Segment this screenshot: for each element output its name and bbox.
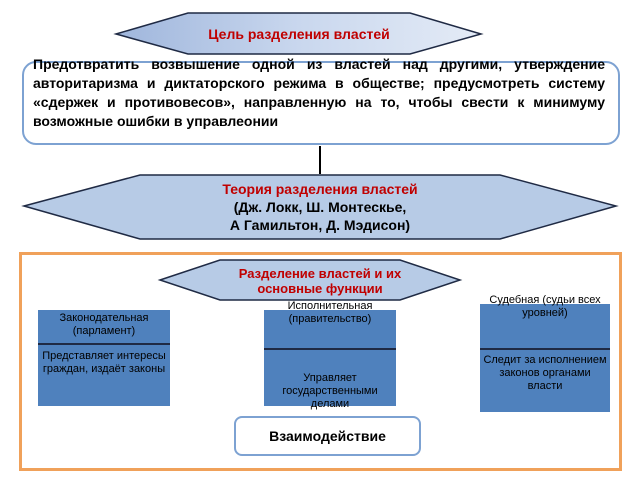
- goal-title-text: Цель разделения властей: [208, 25, 390, 42]
- branch-legislative-divider: [38, 343, 170, 345]
- goal-box: [22, 61, 620, 145]
- theory-text: Теория разделения властей (Дж. Локк, Ш. …: [140, 177, 500, 237]
- branch-legislative: Законодательная (парламент) Представляет…: [38, 310, 170, 406]
- branch-legislative-title: Законодательная (парламент): [59, 312, 149, 337]
- theory-authors-line1: (Дж. Локк, Ш. Монтескье,: [233, 199, 407, 215]
- theory-authors-line2: А Гамильтон, Д. Мэдисон): [229, 217, 411, 233]
- branch-judicial: Судебная (судьи всех уровней) Следит за …: [480, 294, 610, 412]
- separation-title-text: Разделение властей и их основные функции: [238, 266, 402, 296]
- goal-text: Предотвратить возвышение одной из власте…: [33, 56, 605, 129]
- theory-title: Теория разделения властей: [222, 181, 418, 197]
- branch-executive: Исполнительная (правительство) Управляет…: [264, 300, 396, 410]
- branch-executive-divider: [264, 348, 396, 350]
- branch-executive-desc: Управляет государственными делами: [282, 372, 378, 410]
- interaction-box: Взаимодействие: [234, 416, 421, 456]
- branch-judicial-desc: Следит за исполнением законов органами в…: [483, 354, 607, 392]
- branch-legislative-desc: Представляет интересы граждан, издаёт за…: [42, 350, 166, 375]
- branch-judicial-divider: [480, 348, 610, 350]
- interaction-label: Взаимодействие: [269, 428, 386, 444]
- goal-title: Цель разделения властей: [190, 14, 408, 54]
- separation-title: Разделение властей и их основные функции: [222, 256, 418, 306]
- branch-executive-title: Исполнительная (правительство): [287, 300, 373, 325]
- branch-judicial-title: Судебная (судьи всех уровней): [489, 294, 601, 319]
